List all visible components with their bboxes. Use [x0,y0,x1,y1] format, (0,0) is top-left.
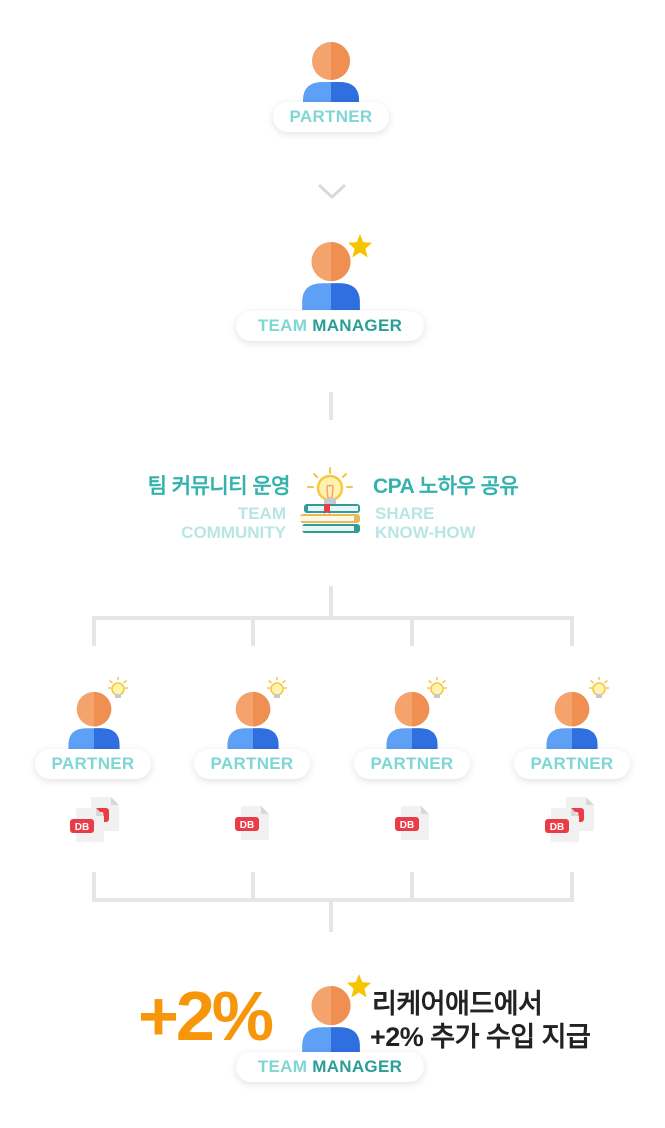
partner-person-icon [546,691,598,752]
benefit-right-sub-1: SHARE [375,504,435,523]
tree-top-stem [329,586,333,620]
lightbulb-icon [108,677,128,699]
partner-person-icon [227,691,279,752]
partner-person-icon [68,691,120,752]
top-partner-person-icon [303,42,359,108]
db-file-icon [235,806,269,840]
partner-label: PARTNER [51,754,135,773]
lightbulb-books-icon [300,467,360,533]
benefit-right-sub-2: KNOW-HOW [375,523,476,542]
partner-label: PARTNER [370,754,454,773]
lightbulb-icon [267,677,287,699]
benefit-left-sub-1: TEAM [237,504,286,523]
bottom-manager-pill: TEAM MANAGER [236,1052,424,1082]
tree-top-branch-2 [251,616,255,646]
benefit-left-title: 팀 커뮤니티 운영 [147,475,291,498]
bottom-manager-label-manager: MANAGER [312,1057,403,1076]
top-partner-pill: PARTNER [273,102,389,132]
partner-pill: PARTNER [354,749,470,779]
partner-pill: PARTNER [194,749,310,779]
lightbulb-icon [589,677,609,699]
manager-label-team: TEAM [257,316,308,335]
tree-bottom-branch-4 [570,872,574,902]
db-file-icon [545,808,579,842]
tree-top-bar [92,616,574,620]
benefit-right-title: CPA 노하우 공유 [373,475,519,498]
manager-label-manager: MANAGER [312,316,403,335]
bottom-manager-label-team: TEAM [257,1057,308,1076]
partner-person-icon [386,691,438,752]
partner-label: PARTNER [210,754,294,773]
partner-pill: PARTNER [35,749,151,779]
tree-bottom-stem [329,898,333,932]
benefit-left-sub-2: COMMUNITY [181,523,286,542]
tree-top-branch-3 [410,616,414,646]
tree-top-branch-4 [570,616,574,646]
tree-bottom-branch-2 [251,872,255,902]
tree-bottom-branch-1 [92,872,96,902]
db-file-icon [395,806,429,840]
tree-top-branch-1 [92,616,96,646]
bottom-text-line-2: +2% 추가 수입 지급 [370,1022,591,1052]
db-file-icon [70,808,104,842]
lightbulb-icon [427,677,447,699]
top-partner-label: PARTNER [289,107,373,126]
partner-pill: PARTNER [514,749,630,779]
connector-line [329,392,333,420]
manager-pill: TEAM MANAGER [236,311,424,341]
tree-bottom-branch-3 [410,872,414,902]
star-icon [347,974,371,998]
bottom-text-line-1: 리케어애드에서 [372,989,543,1019]
star-icon [348,234,372,258]
chevron-down-icon [318,184,346,199]
plus-two-percent: +2% [138,977,274,1055]
tree-bottom-bar [92,898,574,902]
partner-label: PARTNER [530,754,614,773]
